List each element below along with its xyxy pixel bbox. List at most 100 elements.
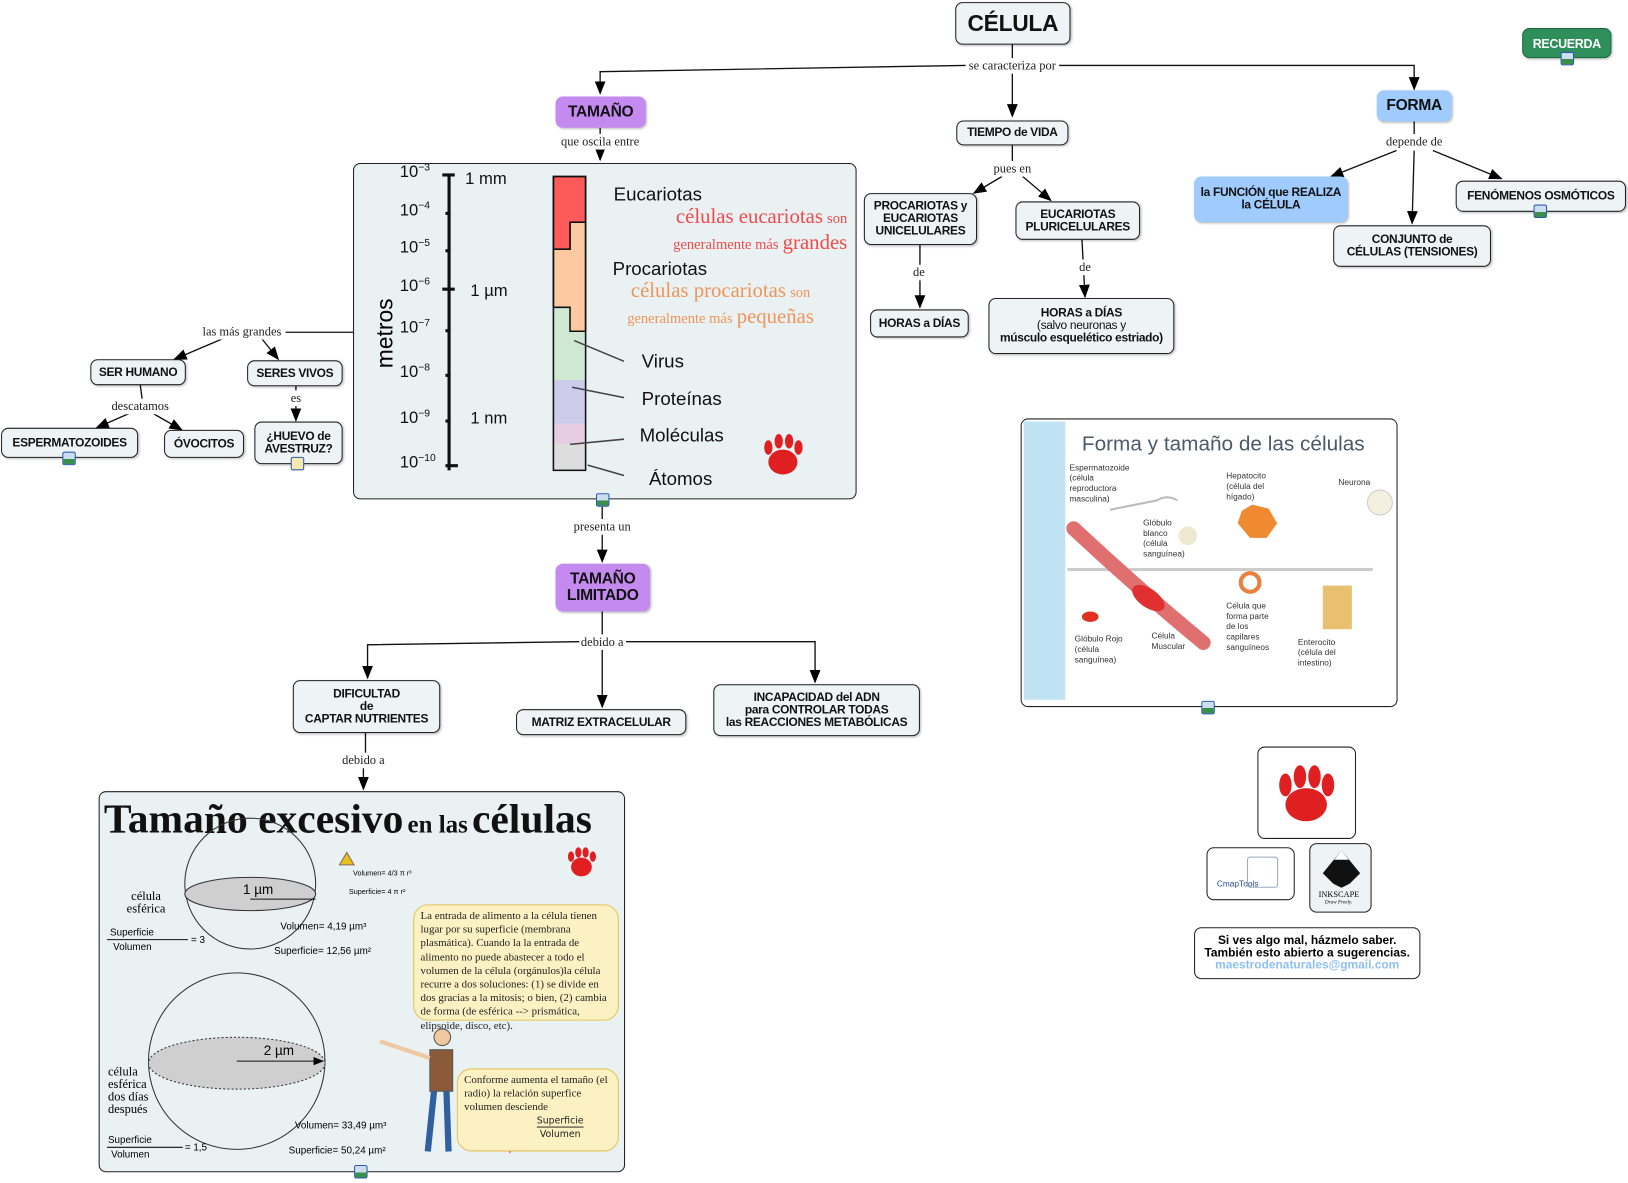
message-line: Si ves algo mal, házmelo saber. <box>1217 934 1397 947</box>
link-se-caracteriza-por: se caracteriza por <box>967 58 1057 74</box>
label-line: célula <box>107 1064 138 1079</box>
bar-proteinas <box>553 371 586 424</box>
red-blood-cell <box>1081 611 1099 622</box>
tick-mark <box>445 464 458 468</box>
tick-label: 10−6 <box>399 276 431 296</box>
node-conjunto-celulas[interactable]: CONJUNTO de CÉLULAS (TENSIONES) <box>1333 225 1491 267</box>
unit-um: 1 µm <box>470 282 508 301</box>
inkscape-icon <box>1322 850 1361 888</box>
label-neurona: Neurona <box>1338 477 1371 487</box>
label-enterocito: Enterocito (célula del intestino) <box>1297 637 1336 668</box>
label-celula-muscular: Célula Muscular <box>1151 631 1186 652</box>
maestro-de-naturales-logo[interactable] <box>1257 746 1357 839</box>
tick-label: 10−4 <box>399 200 431 220</box>
speech-bubble-relacion: Conforme aumenta el tamaño (el radio) la… <box>456 1068 619 1152</box>
tick-mark <box>445 373 451 377</box>
link-de: de <box>911 264 926 281</box>
tick-mark <box>445 211 451 215</box>
capillary-cell <box>1238 571 1262 594</box>
node-celula[interactable]: CÉLULA <box>955 2 1071 45</box>
image-attachment-icon[interactable] <box>1560 51 1575 66</box>
cell-illustrations <box>1066 489 1393 650</box>
note-text: células procariotas <box>630 279 786 303</box>
ser-humano-label: SER HUMANO <box>98 366 178 379</box>
node-conjunto-label: CONJUNTO de CÉLULAS (TENSIONES) <box>1346 233 1478 259</box>
sperm-cell <box>1109 496 1178 511</box>
node-ser-humano[interactable]: SER HUMANO <box>90 359 186 386</box>
link-debido-a: debido a <box>579 634 625 650</box>
item-moleculas: Moléculas <box>639 424 724 446</box>
node-horas-a-dias[interactable]: HORAS a DÍAS <box>870 309 969 338</box>
node-tiempo-de-vida[interactable]: TIEMPO de VIDA <box>956 120 1069 146</box>
title-part: células <box>471 795 592 843</box>
explorer-character <box>379 1028 454 1152</box>
musculo-label: músculo esquelético estriado) <box>999 332 1163 345</box>
enterocyte <box>1322 585 1352 630</box>
node-fenomenos-label: FENÓMENOS OSMÓTICOS <box>1467 190 1615 203</box>
document-attachment-icon[interactable] <box>290 456 305 471</box>
node-funcion[interactable]: la FUNCIÓN que REALIZA la CÉLULA <box>1194 176 1348 223</box>
link-presenta-un: presenta un <box>572 519 632 535</box>
dificultad-label: DIFICULTAD <box>333 687 400 701</box>
limitado-label: LIMITADO <box>566 586 639 605</box>
image-attachment-icon[interactable] <box>354 1164 368 1179</box>
inkscape-logo[interactable]: INKSCAPE Draw Freely. <box>1309 843 1372 913</box>
node-huevo-avestruz[interactable]: ¿HUEVO de AVESTRUZ? <box>254 421 343 465</box>
node-tamano-label: TAMAÑO <box>567 102 634 121</box>
incapacidad-label: INCAPACIDAD del ADN <box>753 691 880 704</box>
note-text: células eucariotas <box>675 205 823 229</box>
tick-label: 10−3 <box>399 161 431 182</box>
label-line: célula <box>131 888 161 904</box>
node-matriz-extracelular[interactable]: MATRIZ EXTRACELULAR <box>516 709 687 736</box>
node-pluricelulares[interactable]: EUCARIOTAS PLURICELULARES <box>1015 201 1141 240</box>
link-que-oscila-entre: que oscila entre <box>560 133 641 150</box>
image-attachment-icon[interactable] <box>595 493 610 507</box>
image-attachment-icon[interactable] <box>1201 700 1215 715</box>
node-horas-label: HORAS a DÍAS <box>878 317 961 330</box>
label-espermatozoide: Espermatozoide (célula reproductora masc… <box>1069 463 1130 504</box>
dificultad-label: de <box>359 700 374 713</box>
note-text: pequeñas <box>736 305 814 329</box>
image-attachment-icon[interactable] <box>1533 204 1548 219</box>
item-eucariotas: Eucariotas <box>613 183 702 205</box>
large-volumen: Volumen= 33,49 µm³ <box>294 1120 387 1132</box>
label-globulo-rojo: Glóbulo Rojo (célula sanguínea) <box>1074 634 1123 665</box>
node-horas-a-dias-salvo[interactable]: HORAS a DÍAS (salvo neuronas y músculo e… <box>988 297 1175 355</box>
node-unicelulares[interactable]: PROCARIOTAS y EUCARIOTAS UNICELULARES <box>863 193 978 246</box>
link-de: de <box>1078 259 1092 276</box>
small-equator <box>184 876 317 912</box>
tick-mark <box>445 329 451 333</box>
label-globulo-blanco: Glóbulo blanco (célula sanguínea) <box>1143 518 1185 559</box>
link-debido-a: debido a <box>341 752 386 769</box>
large-superficie: Superficie= 50,24 µm² <box>288 1145 386 1157</box>
fraction-top: Superficie <box>536 1116 584 1128</box>
title-part: en las <box>407 811 468 839</box>
cmaptools-logo[interactable]: CmapTools <box>1206 847 1295 901</box>
image-attachment-icon[interactable] <box>62 451 76 466</box>
maestro-logo-icon <box>561 844 603 881</box>
node-tamano[interactable]: TAMAÑO <box>555 96 646 128</box>
node-seres-vivos[interactable]: SERES VIVOS <box>247 360 343 387</box>
email-link[interactable]: maestrodenaturales@gmail.com <box>1215 959 1400 972</box>
node-forma[interactable]: FORMA <box>1376 90 1452 122</box>
formula-superficie: Superficie= 4 π r² <box>348 888 406 897</box>
inkscape-tagline: Draw Freely. <box>1324 900 1353 906</box>
tick-label: 10−10 <box>399 452 436 472</box>
cmaptools-label: CmapTools <box>1216 879 1259 889</box>
small-volumen: Volumen= 4,19 µm³ <box>280 920 367 933</box>
espermatozoides-label: ESPERMATOZOIDES <box>12 436 127 450</box>
forma-tamano-image: Forma y tamaño de las células Espermatoz… <box>1020 418 1398 708</box>
note-text: son <box>827 211 848 228</box>
tick-label: 10−8 <box>399 362 431 382</box>
node-funcion-label: la FUNCIÓN que REALIZA la CÉLULA <box>1200 186 1342 212</box>
warning-icon <box>338 851 355 866</box>
link-es: es <box>289 390 303 406</box>
node-ovocitos[interactable]: ÓVOCITOS <box>164 429 245 458</box>
node-forma-label: FORMA <box>1386 96 1442 115</box>
